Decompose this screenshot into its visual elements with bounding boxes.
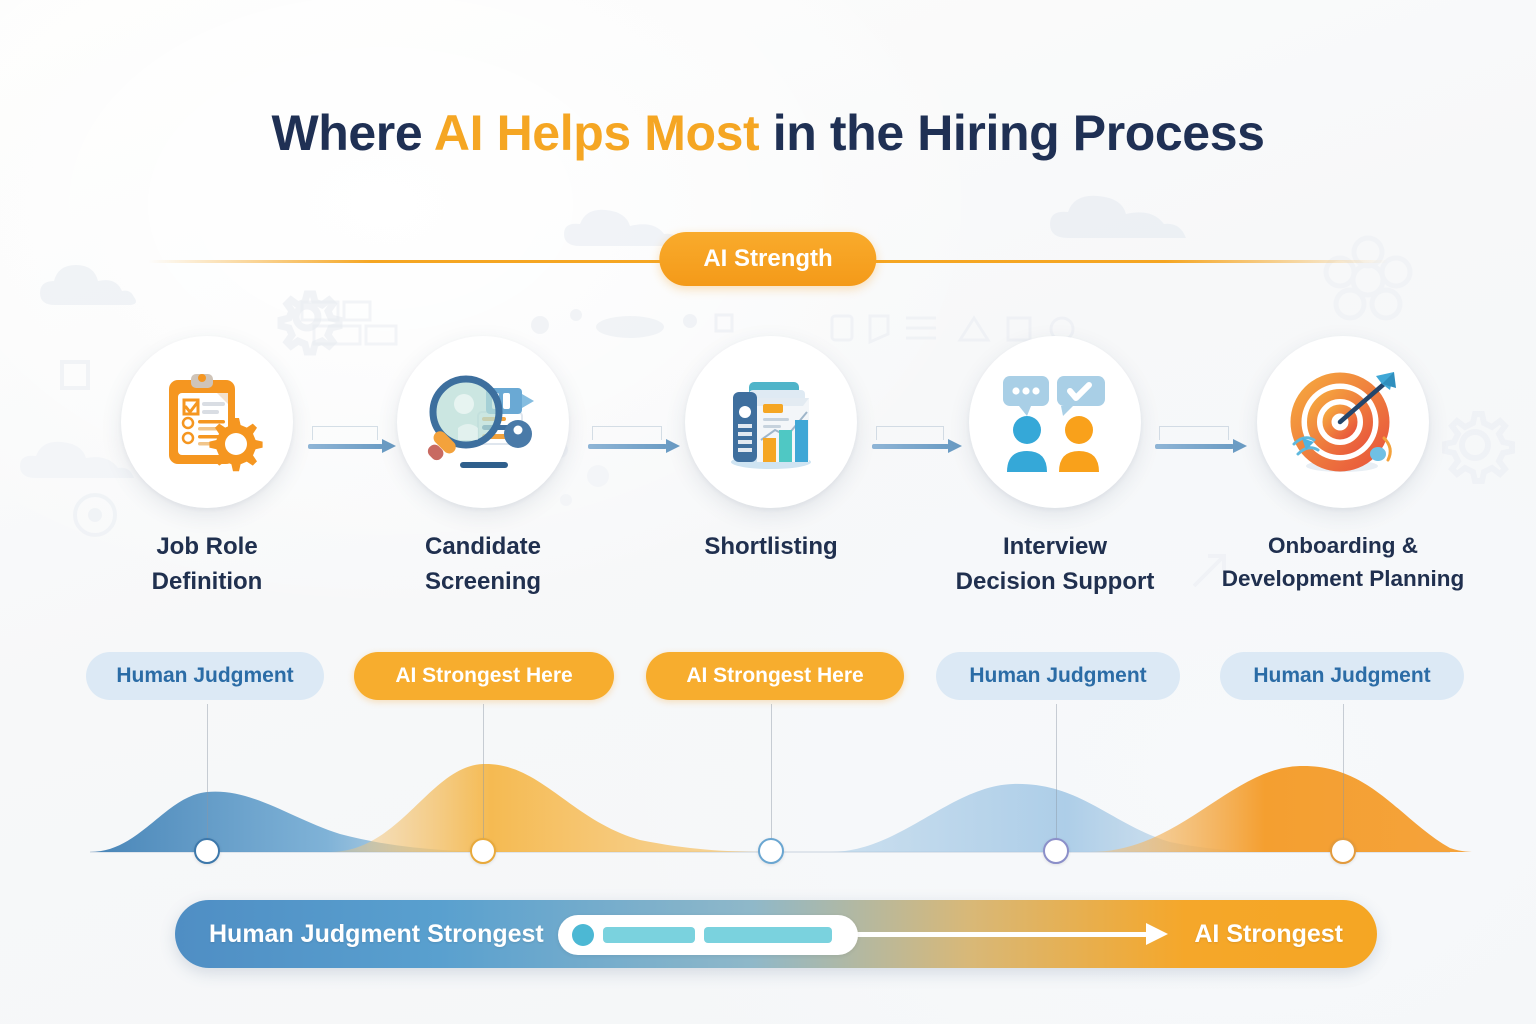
wave-ai-1 bbox=[330, 763, 790, 852]
connector-bar-3 bbox=[872, 444, 949, 449]
magnifier-resume-icon bbox=[424, 366, 542, 478]
stage-candidate-screening[interactable]: Candidate Screening bbox=[358, 336, 608, 600]
badge-stage-3[interactable]: AI Strongest Here bbox=[646, 652, 904, 700]
wave-marker-1[interactable] bbox=[194, 838, 220, 864]
connector-ghost-4 bbox=[1159, 426, 1229, 440]
footer-left-label: Human Judgment Strongest bbox=[209, 919, 544, 948]
page-title-container: Where AI Helps Most in the Hiring Proces… bbox=[0, 104, 1536, 162]
connector-head-icon-3 bbox=[948, 439, 962, 453]
wave-marker-2[interactable] bbox=[470, 838, 496, 864]
stage-onboarding-development-planning[interactable]: Onboarding & Development Planning bbox=[1218, 336, 1468, 595]
people-chat-icon bbox=[999, 370, 1111, 474]
connector-head-icon-4 bbox=[1233, 439, 1247, 453]
connector-head-icon-2 bbox=[666, 439, 680, 453]
ai-strength-header: AI Strength bbox=[0, 232, 1536, 290]
stage-label-4: Interview Decision Support bbox=[955, 533, 1155, 595]
wave-chart-svg bbox=[90, 763, 1478, 853]
connector-arrow-3 bbox=[872, 426, 962, 453]
connector-arrow-4 bbox=[1155, 426, 1247, 453]
stage-icon-circle-5 bbox=[1257, 336, 1429, 508]
stages-row: Job Role Definition bbox=[0, 336, 1536, 676]
footer-right-label: AI Strongest bbox=[1194, 919, 1343, 948]
connector-bar-4 bbox=[1155, 444, 1234, 449]
wave-marker-3[interactable] bbox=[758, 838, 784, 864]
slider-knob[interactable] bbox=[571, 924, 594, 946]
connector-bar-1 bbox=[308, 444, 383, 449]
badge-stage-2[interactable]: AI Strongest Here bbox=[354, 652, 614, 700]
footer-arrow-area bbox=[544, 900, 1195, 968]
wave-marker-4[interactable] bbox=[1043, 838, 1069, 864]
connector-arrow-2 bbox=[588, 426, 680, 453]
stage-label-1: Job Role Definition bbox=[151, 533, 263, 595]
title-highlight: AI Helps Most bbox=[433, 105, 760, 161]
stage-icon-circle-3 bbox=[685, 336, 857, 508]
clipboard-gear-icon bbox=[151, 366, 263, 478]
title-part2: in the Hiring Process bbox=[759, 105, 1265, 161]
stage-job-role-definition[interactable]: Job Role Definition bbox=[82, 336, 332, 600]
stage-label-5: Onboarding & Development Planning bbox=[1221, 533, 1465, 591]
connector-ghost-1 bbox=[312, 426, 378, 440]
stage-shortlisting[interactable]: Shortlisting bbox=[646, 336, 896, 565]
wave-human-2 bbox=[830, 783, 1300, 852]
stem-4 bbox=[1056, 704, 1057, 852]
ai-strength-pill: AI Strength bbox=[659, 232, 877, 286]
spectrum-slider[interactable] bbox=[557, 915, 858, 955]
stage-label-3: Shortlisting bbox=[704, 533, 838, 560]
stem-2 bbox=[483, 704, 484, 852]
badges-row: Human Judgment AI Strongest Here AI Stro… bbox=[0, 652, 1536, 704]
right-arrow-head-icon bbox=[1146, 923, 1169, 945]
badge-stage-4[interactable]: Human Judgment bbox=[936, 652, 1180, 700]
slider-segment-2 bbox=[703, 927, 832, 943]
title-part1: Where bbox=[271, 105, 434, 161]
slider-segment-1 bbox=[602, 927, 695, 943]
stage-icon-circle-4 bbox=[969, 336, 1141, 508]
wave-marker-5[interactable] bbox=[1330, 838, 1356, 864]
connector-head-icon-1 bbox=[382, 439, 396, 453]
ai-strength-wave-chart bbox=[0, 700, 1536, 870]
stage-interview-decision-support[interactable]: Interview Decision Support bbox=[930, 336, 1180, 600]
stem-3 bbox=[771, 704, 772, 852]
stage-icon-circle-2 bbox=[397, 336, 569, 508]
stage-icon-circle-1 bbox=[121, 336, 293, 508]
stem-5 bbox=[1343, 704, 1344, 852]
stage-label-2: Candidate Screening bbox=[424, 533, 542, 595]
stem-1 bbox=[207, 704, 208, 852]
page-title: Where AI Helps Most in the Hiring Proces… bbox=[0, 104, 1536, 162]
connector-bar-2 bbox=[588, 444, 667, 449]
wave-ai-2 bbox=[1090, 765, 1478, 852]
target-arrow-icon bbox=[1284, 366, 1402, 478]
badge-stage-1[interactable]: Human Judgment bbox=[86, 652, 324, 700]
badge-stage-5[interactable]: Human Judgment bbox=[1220, 652, 1464, 700]
connector-arrow-1 bbox=[308, 426, 396, 453]
wave-human-1 bbox=[90, 791, 520, 852]
connector-ghost-3 bbox=[876, 426, 944, 440]
connector-ghost-2 bbox=[592, 426, 662, 440]
document-barchart-icon bbox=[713, 368, 829, 476]
spectrum-footer-bar: Human Judgment Strongest AI Strongest bbox=[175, 900, 1377, 968]
